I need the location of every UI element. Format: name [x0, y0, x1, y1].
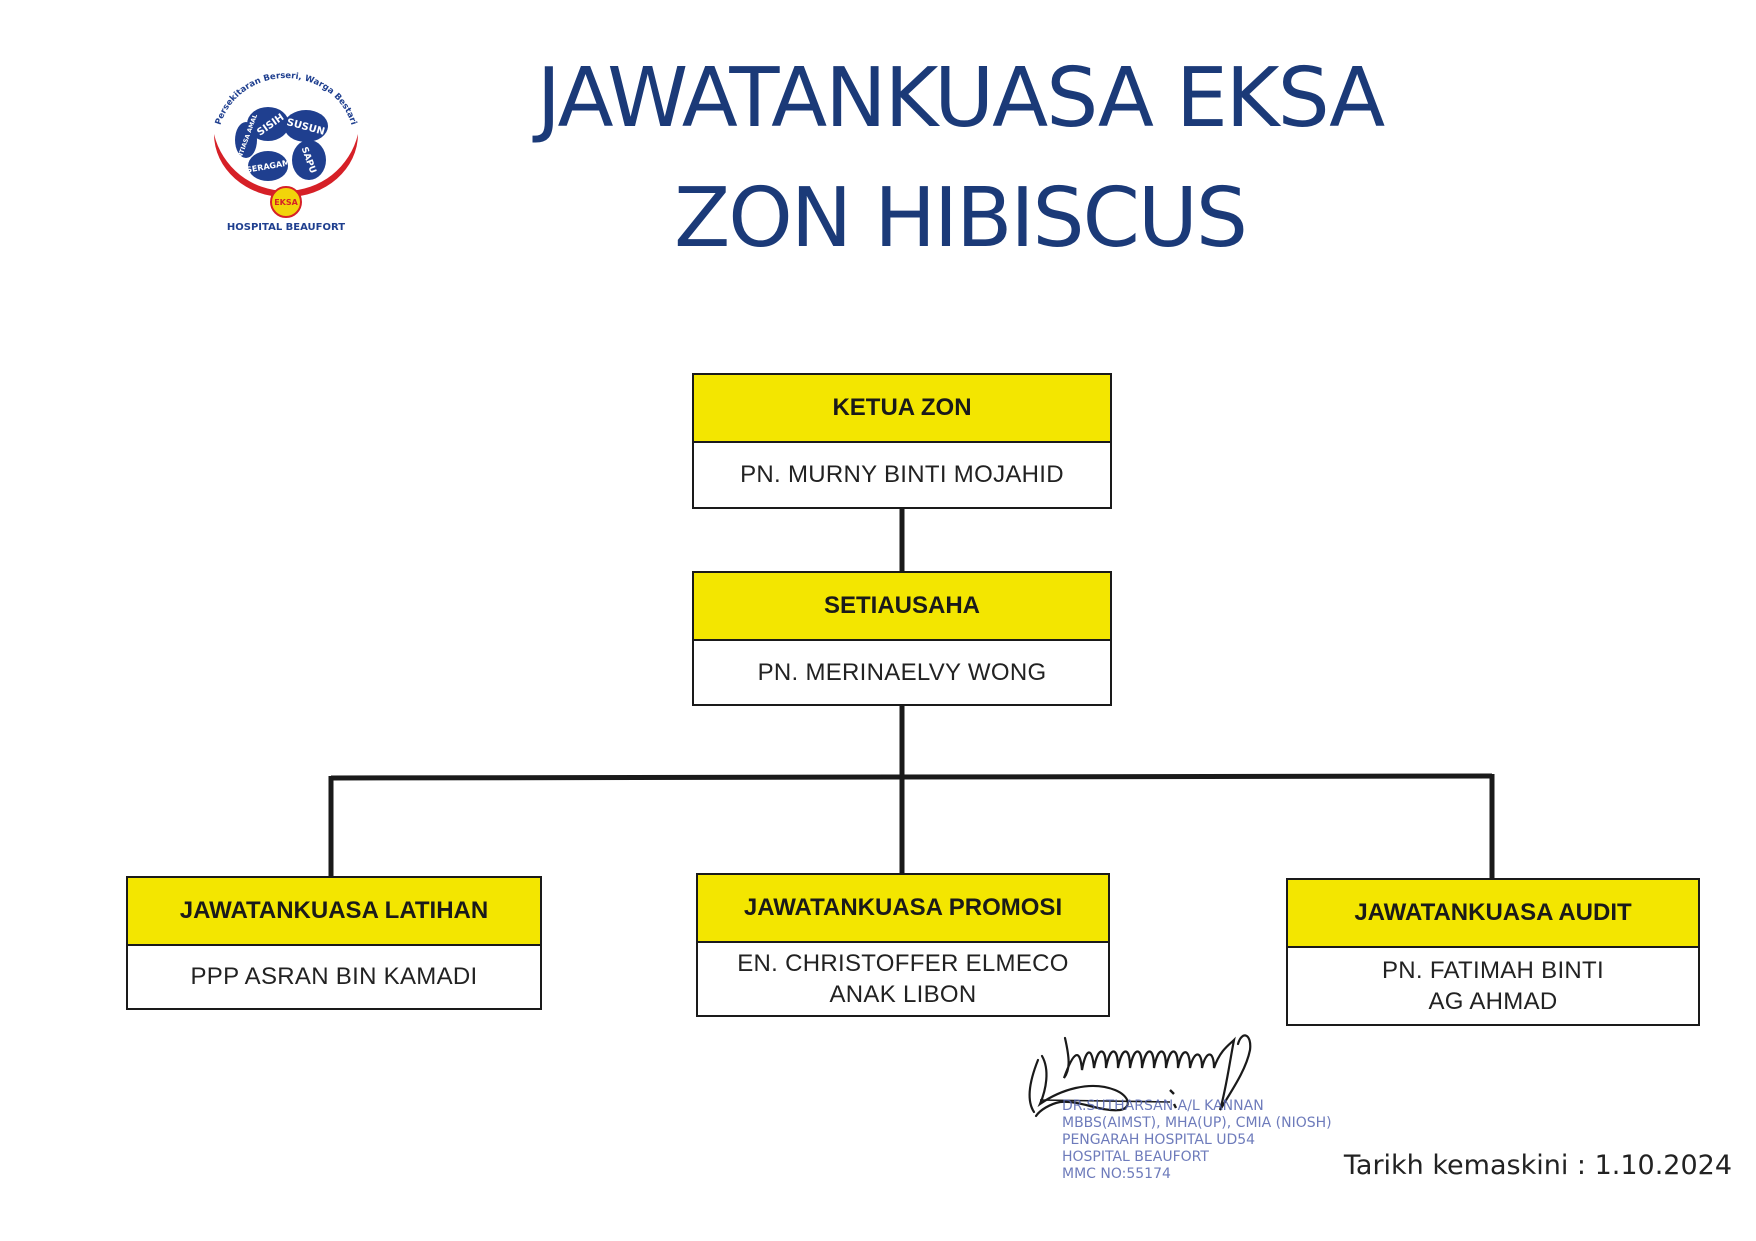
- stamp-line: HOSPITAL BEAUFORT: [1062, 1149, 1209, 1165]
- setiausaha-box: SETIAUSAHA PN. MERINAELVY WONG: [692, 571, 1112, 706]
- stamp-line: MMC NO:55174: [1062, 1166, 1171, 1182]
- box-name: PN. MERINAELVY WONG: [757, 658, 1047, 686]
- logo-badge-text: EKSA: [274, 198, 298, 207]
- box-role: JAWATANKUASA PROMOSI: [698, 875, 1108, 943]
- box-role: SETIAUSAHA: [694, 573, 1110, 641]
- official-stamp: DR.SUTHARSAN A/L KANNAN MBBS(AIMST), MHA…: [1062, 1098, 1332, 1183]
- page-title: JAWATANKUASA EKSA: [536, 51, 1386, 146]
- ketua-zon-box: KETUA ZON PN. MURNY BINTI MOJAHID: [692, 373, 1112, 509]
- logo-swirl-blob: [248, 151, 288, 181]
- box-name: PPP ASRAN BIN KAMADI: [190, 963, 478, 991]
- logo-swirl-blob: [247, 107, 289, 141]
- logo-swirl-blob: [235, 122, 257, 158]
- box-name: EN. CHRISTOFFER ELMECO ANAK LIBON: [737, 949, 1069, 1008]
- box-name: PN. FATIMAH BINTI AG AHMAD: [1381, 956, 1604, 1015]
- promosi-box: JAWATANKUASA PROMOSI EN. CHRISTOFFER ELM…: [696, 873, 1110, 1017]
- page-subtitle: ZON HIBISCUS: [674, 171, 1248, 266]
- box-name: PN. MURNY BINTI MOJAHID: [740, 461, 1064, 489]
- stamp-line: PENGARAH HOSPITAL UD54: [1062, 1132, 1256, 1148]
- stamp-line: DR.SUTHARSAN A/L KANNAN: [1062, 1098, 1264, 1114]
- box-role: JAWATANKUASA AUDIT: [1288, 880, 1698, 948]
- box-role: JAWATANKUASA LATIHAN: [128, 878, 540, 946]
- stamp-line: MBBS(AIMST), MHA(UP), CMIA (NIOSH): [1062, 1115, 1332, 1131]
- updated-date: Tarikh kemaskini : 1.10.2024: [1343, 1150, 1732, 1181]
- logo-badge: [270, 186, 302, 218]
- logo-org-name: HOSPITAL BEAUFORT: [227, 222, 345, 232]
- audit-box: JAWATANKUASA AUDIT PN. FATIMAH BINTI AG …: [1286, 878, 1700, 1026]
- logo-swirl-blob: [292, 140, 326, 180]
- eksa-logo: Persekitaran Berseri, Warga Bestari SISI…: [214, 71, 359, 232]
- signature: [1028, 1034, 1252, 1118]
- connector-horizontal: [330, 773, 1493, 781]
- latihan-box: JAWATANKUASA LATIHAN PPP ASRAN BIN KAMAD…: [126, 876, 542, 1010]
- logo-swirl-blob: [284, 110, 328, 142]
- box-role: KETUA ZON: [694, 375, 1110, 443]
